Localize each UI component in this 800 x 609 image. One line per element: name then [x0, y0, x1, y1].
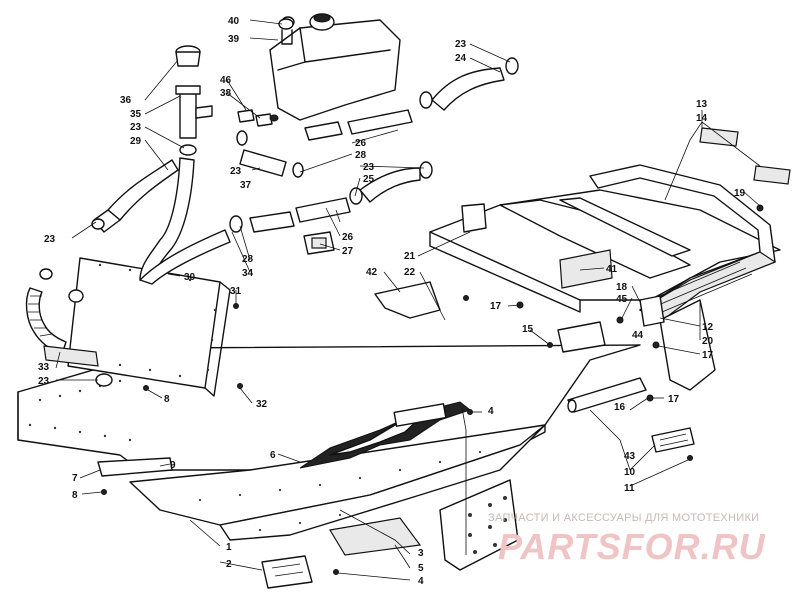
callout-label: 43	[624, 451, 636, 462]
callout-label: 4	[418, 576, 424, 587]
callout-label: 15	[522, 324, 534, 335]
callout-label: 2	[226, 559, 232, 570]
callout-label: 21	[404, 251, 416, 262]
callout-label: 33	[38, 362, 50, 373]
callout-label: 45	[616, 294, 628, 305]
radiator-panel	[67, 257, 231, 397]
callout-label: 26	[342, 232, 354, 243]
callout-label: 23	[38, 376, 50, 387]
callout-label: 44	[632, 330, 644, 341]
bracket-42	[374, 281, 441, 319]
callout-label: 18	[616, 282, 628, 293]
callout-label: 7	[72, 473, 78, 484]
callout-label: 41	[606, 264, 618, 275]
rear-frame	[429, 164, 781, 391]
watermark-logo: PARTSFOR.RU	[498, 526, 766, 567]
filler-neck	[175, 45, 213, 139]
callout-label: 36	[120, 95, 132, 106]
callout-label: 23	[230, 166, 242, 177]
callout-label: 10	[624, 467, 636, 478]
watermark-caption: ЗАПЧАСТИ И АКСЕССУАРЫ ДЛЯ МОТОТЕХНИКИ	[488, 512, 760, 524]
callout-label: 8	[164, 394, 170, 405]
callout-label: 6	[270, 450, 276, 461]
callout-label: 24	[455, 53, 467, 64]
tail-light	[651, 427, 695, 453]
reflector-decals	[699, 127, 791, 185]
callout-label: 12	[702, 322, 714, 333]
callout-label: 35	[130, 109, 142, 120]
callout-label: 39	[228, 34, 240, 45]
callout-label: 30	[184, 272, 196, 283]
foam-pad	[329, 517, 422, 556]
callout-label: 17	[668, 394, 680, 405]
callout-label: 28	[242, 254, 254, 265]
mounting-bracket	[439, 479, 519, 571]
callout-label: 13	[696, 99, 708, 110]
callout-label: 17	[702, 350, 714, 361]
callout-label: 25	[363, 174, 375, 185]
callout-label: 27	[342, 246, 354, 257]
callout-label: 23	[455, 39, 467, 50]
callout-label: 26	[355, 138, 367, 149]
callout-label: 4	[488, 406, 494, 417]
callout-label: 14	[696, 113, 708, 124]
callout-label: 34	[242, 268, 254, 279]
callout-label: 19	[734, 188, 746, 199]
callout-label: 5	[418, 563, 424, 574]
callout-label: 31	[230, 286, 242, 297]
callout-label: 46	[220, 75, 232, 86]
callout-label: 22	[404, 267, 416, 278]
callout-label: 38	[220, 88, 232, 99]
hose-clamps	[39, 57, 519, 387]
reflector-plate	[261, 555, 313, 589]
callout-label: 20	[702, 336, 714, 347]
callout-label: 17	[490, 301, 502, 312]
callout-label: 11	[624, 483, 635, 494]
callout-label: 3	[418, 548, 424, 559]
callout-label: 23	[130, 122, 142, 133]
fittings	[237, 109, 279, 127]
callout-labels: 1 2 3 4 4 5 6 7 8 8 9 10 11 12 13 14 15 …	[38, 16, 746, 587]
fasteners	[101, 204, 764, 575]
coolant-tank	[269, 13, 401, 121]
callout-label: 1	[226, 542, 232, 553]
front-bracket	[97, 457, 173, 477]
plate-15	[557, 321, 606, 353]
callout-label: 40	[228, 16, 240, 27]
callout-label: 9	[170, 460, 176, 471]
callout-label: 23	[363, 162, 375, 173]
callout-label: 8	[72, 490, 78, 501]
callout-label: 29	[130, 136, 142, 147]
callout-label: 28	[355, 150, 367, 161]
callout-label: 16	[614, 402, 626, 413]
hoses	[25, 67, 505, 367]
watermark: ЗАПЧАСТИ И АКСЕССУАРЫ ДЛЯ МОТОТЕХНИКИ PA…	[488, 512, 798, 582]
callout-label: 37	[240, 180, 252, 191]
callout-label: 32	[256, 399, 268, 410]
callout-label: 42	[366, 267, 378, 278]
leader-lines	[55, 19, 761, 581]
callout-label: 23	[44, 234, 56, 245]
